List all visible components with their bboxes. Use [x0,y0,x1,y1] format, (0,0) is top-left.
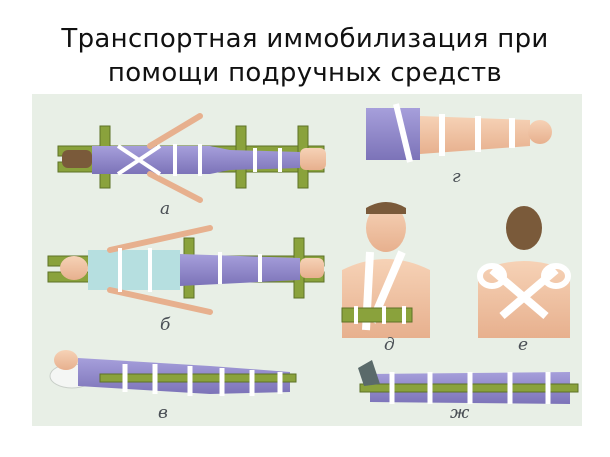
head [54,350,78,370]
arms [147,113,203,203]
page-title: Транспортная иммобилизация при помощи по… [0,22,610,90]
bandages [116,144,282,176]
label-e: е [518,335,528,355]
label-zh: ж [450,403,470,423]
label-d: д [384,335,395,355]
splint-board [99,373,297,383]
figure-d [341,202,430,338]
shoulder-ring [477,263,507,289]
hair [366,202,406,214]
label-g: г [452,167,461,187]
head [62,150,92,168]
figure-e [477,206,571,338]
figure-v [49,350,297,396]
arms [107,225,213,315]
shoulder-ring [541,263,571,289]
bandages [393,103,515,163]
figure-zh [358,360,579,404]
feet [300,258,324,278]
legs [180,254,300,286]
label-b: б [160,315,171,335]
forearm-splint [341,307,413,323]
title-line-1: Транспортная иммобилизация при [61,24,549,54]
feet [300,148,326,170]
head-back [506,206,542,250]
title-line-2: помощи подручных средств [107,58,503,88]
head [60,256,88,280]
label-a: а [160,199,170,219]
bandages [354,306,406,324]
figure-a [57,113,326,203]
shoe [358,360,380,386]
hips [366,108,420,160]
head [366,204,406,252]
bandages [118,248,262,292]
bandages [389,372,551,404]
feet [528,120,552,144]
figure-g [366,103,552,163]
label-v: в [158,403,168,423]
figure-b [47,225,325,315]
bandages [122,364,283,396]
torso [88,250,180,290]
body [92,146,300,174]
